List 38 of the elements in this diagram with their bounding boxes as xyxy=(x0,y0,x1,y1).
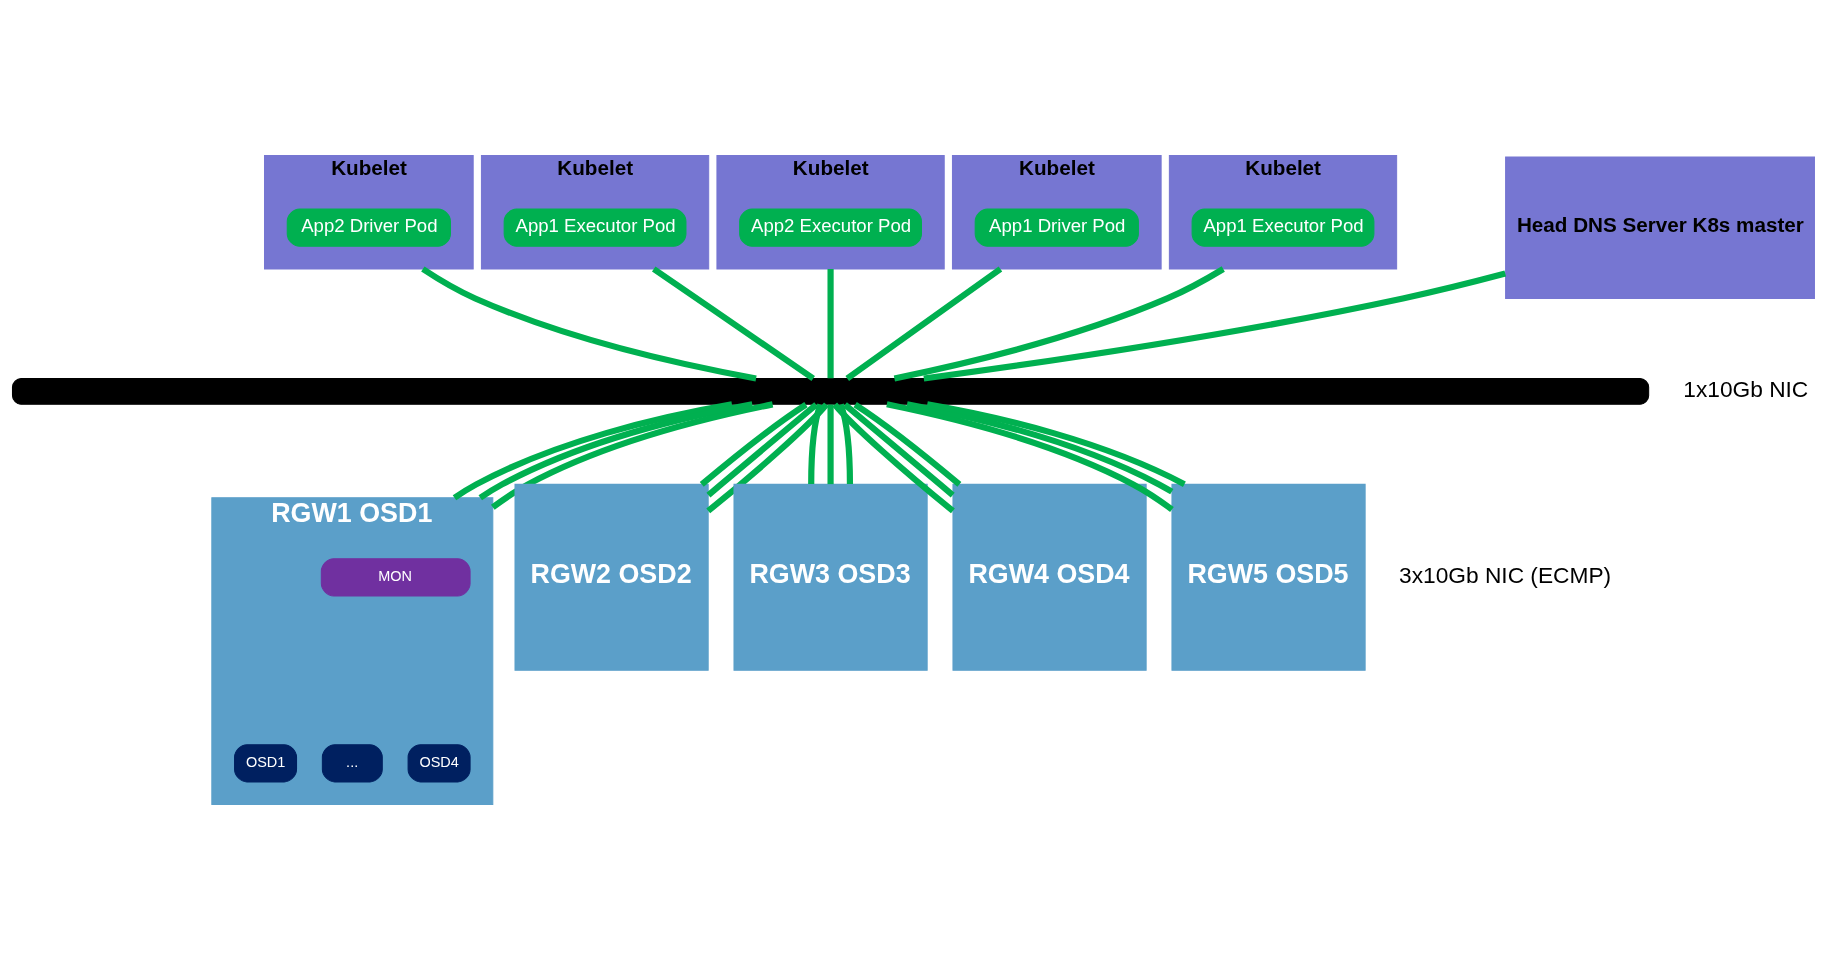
node-box: ... xyxy=(321,743,383,782)
node-box: OSD4 xyxy=(407,743,471,782)
label: 1x10Gb NIC xyxy=(1683,375,1809,402)
connector xyxy=(808,403,824,484)
connector xyxy=(827,404,834,484)
node-box: RGW3 OSD3 xyxy=(733,483,928,671)
node-box: RGW4 OSD4 xyxy=(952,483,1147,671)
connector xyxy=(706,401,819,497)
connector xyxy=(845,266,1003,381)
connector xyxy=(706,402,829,513)
node-box: OSD1 xyxy=(234,743,298,782)
connector xyxy=(478,400,753,500)
node-box: App2 Executor Pod xyxy=(739,208,922,247)
connector xyxy=(926,400,1186,487)
connector xyxy=(652,265,815,381)
connector xyxy=(853,401,962,487)
node-box: App1 Executor Pod xyxy=(1191,208,1375,247)
connector xyxy=(893,265,1225,381)
node-box: Head DNS Server K8s master xyxy=(1505,155,1815,299)
node-box: RGW5 OSD5 xyxy=(1171,483,1366,671)
node-box: RGW2 OSD2 xyxy=(514,483,709,671)
node-bar xyxy=(11,377,1650,405)
label: 3x10Gb NIC (ECMP) xyxy=(1399,561,1612,588)
node-box: App2 Driver Pod xyxy=(286,208,451,247)
connector xyxy=(837,403,854,484)
connector xyxy=(923,270,1507,382)
connector xyxy=(886,400,1174,512)
connector xyxy=(421,265,757,381)
connector xyxy=(452,400,733,500)
node-box: App1 Executor Pod xyxy=(503,208,687,247)
connector xyxy=(842,401,955,497)
connector xyxy=(906,400,1174,494)
connector xyxy=(827,268,834,378)
node-box: MON xyxy=(320,557,471,596)
connector xyxy=(832,402,955,513)
connector xyxy=(490,400,774,510)
node-box: App1 Driver Pod xyxy=(974,208,1139,247)
connector xyxy=(699,401,808,487)
